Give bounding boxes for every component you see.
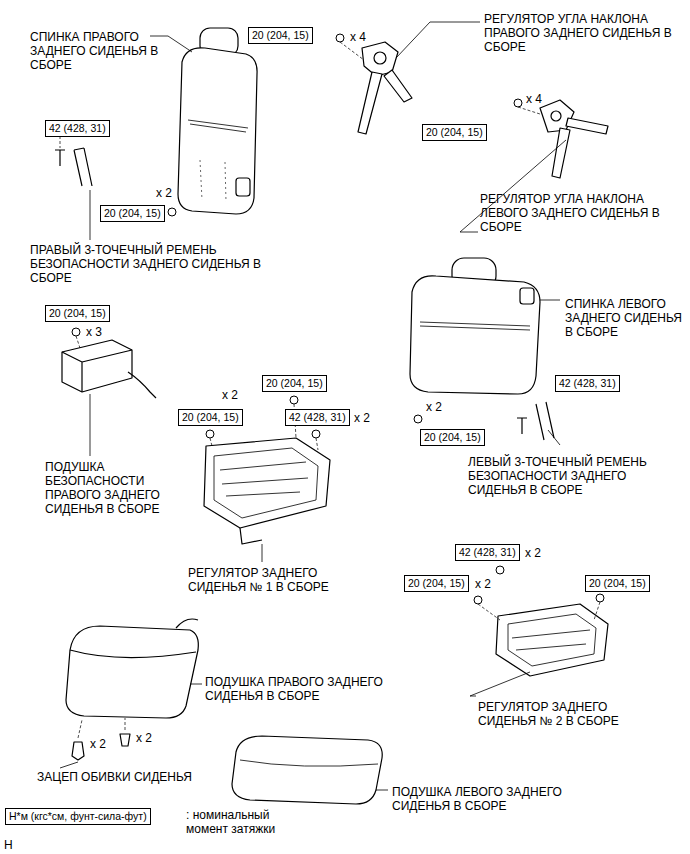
torque-value: 20 (204, 15) <box>266 377 323 389</box>
quantity-label: x 4 <box>526 92 542 106</box>
part-label: СПИНКА ПРАВОГО ЗАДНЕГО СИДЕНЬЯ В СБОРЕ <box>30 30 170 72</box>
torque-spec-box: Н*м (кгс*см, фунт-сила-фут) <box>5 808 151 825</box>
quantity-label: x 2 <box>90 737 106 751</box>
quantity-label: x 4 <box>350 30 366 44</box>
quantity-label: x 2 <box>222 388 238 402</box>
quantity-label: x 2 <box>136 731 152 745</box>
part-label: ПОДУШКА БЕЗОПАСНОСТИ ПРАВОГО ЗАДНЕГО СИД… <box>45 460 195 516</box>
quantity-label: x 2 <box>475 577 491 591</box>
torque-spec-box: 20 (204, 15) <box>422 124 487 141</box>
quantity-label: x 2 <box>426 400 442 414</box>
torque-value: 42 (428, 31) <box>459 546 516 558</box>
torque-spec-box: 42 (428, 31) <box>45 120 110 137</box>
part-label: СПИНКА ЛЕВОГО ЗАДНЕГО СИДЕНЬЯ В СБОРЕ <box>565 297 685 339</box>
part-label: ЛЕВЫЙ 3-ТОЧЕЧНЫЙ РЕМЕНЬ БЕЗОПАСНОСТИ ЗАД… <box>468 455 668 497</box>
quantity-label: x 2 <box>525 546 541 560</box>
torque-value: 42 (428, 31) <box>289 411 346 423</box>
torque-spec-box: 20 (204, 15) <box>420 429 485 446</box>
recliner <box>540 100 574 132</box>
trim-hook <box>72 742 84 760</box>
quantity-label: x 2 <box>354 411 370 425</box>
part-label: ПОДУШКА ПРАВОГО ЗАДНЕГО СИДЕНЬЯ В СБОРЕ <box>205 675 415 703</box>
note-text: : номинальный момент затяжки <box>186 808 306 836</box>
torque-value: 20 (204, 15) <box>424 431 481 443</box>
torque-value: 20 (204, 15) <box>408 577 465 589</box>
part-label: РЕГУЛЯТОР ЗАДНЕГО СИДЕНЬЯ № 2 В СБОРЕ <box>478 700 668 728</box>
part-label: РЕГУЛЯТОР УГЛА НАКЛОНА ПРАВОГО ЗАДНЕГО С… <box>484 12 684 54</box>
seat-cushion <box>232 736 382 804</box>
torque-spec-box: 20 (204, 15) <box>248 27 313 44</box>
torque-value: 20 (204, 15) <box>589 577 646 589</box>
seat-back <box>178 48 257 214</box>
torque-spec-box: 42 (428, 31) <box>455 544 520 561</box>
torque-value: 20 (204, 15) <box>426 126 483 138</box>
quantity-label: x 2 <box>156 186 172 200</box>
seat-back <box>410 276 540 394</box>
torque-value: 42 (428, 31) <box>559 377 616 389</box>
torque-value: 20 (204, 15) <box>49 307 106 319</box>
part-label: РЕГУЛЯТОР ЗАДНЕГО СИДЕНЬЯ № 1 В СБОРЕ <box>188 566 363 594</box>
part-label: РЕГУЛЯТОР УГЛА НАКЛОНА ЛЕВОГО ЗАДНЕГО СИ… <box>480 192 685 234</box>
part-label: ПОДУШКА ЛЕВОГО ЗАДНЕГО СИДЕНЬЯ В СБОРЕ <box>392 785 612 813</box>
torque-spec-box: 20 (204, 15) <box>404 575 469 592</box>
torque-spec-box: 42 (428, 31) <box>555 375 620 392</box>
seat-cushion <box>66 626 198 718</box>
torque-value: 42 (428, 31) <box>49 122 106 134</box>
torque-spec-box: 20 (204, 15) <box>178 409 243 426</box>
airbag-module <box>62 340 132 392</box>
part-label: ПРАВЫЙ 3-ТОЧЕЧНЫЙ РЕМЕНЬ БЕЗОПАСНОСТИ ЗА… <box>30 243 270 285</box>
torque-value: 20 (204, 15) <box>104 207 161 219</box>
torque-spec-box: 42 (428, 31) <box>285 409 350 426</box>
torque-spec-box: 20 (204, 15) <box>585 575 650 592</box>
figure-code: H <box>4 838 13 852</box>
torque-spec-box: 20 (204, 15) <box>45 305 110 322</box>
quantity-label: x 3 <box>86 325 102 339</box>
torque-value: Н*м (кгс*см, фунт-сила-фут) <box>9 810 147 822</box>
torque-spec-box: 20 (204, 15) <box>100 205 165 222</box>
part-label: ЗАЦЕП ОБИВКИ СИДЕНЬЯ <box>37 770 267 784</box>
torque-spec-box: 20 (204, 15) <box>262 375 327 392</box>
torque-value: 20 (204, 15) <box>252 29 309 41</box>
torque-value: 20 (204, 15) <box>182 411 239 423</box>
seat-regulator <box>496 604 608 676</box>
seat-regulator <box>204 438 330 528</box>
